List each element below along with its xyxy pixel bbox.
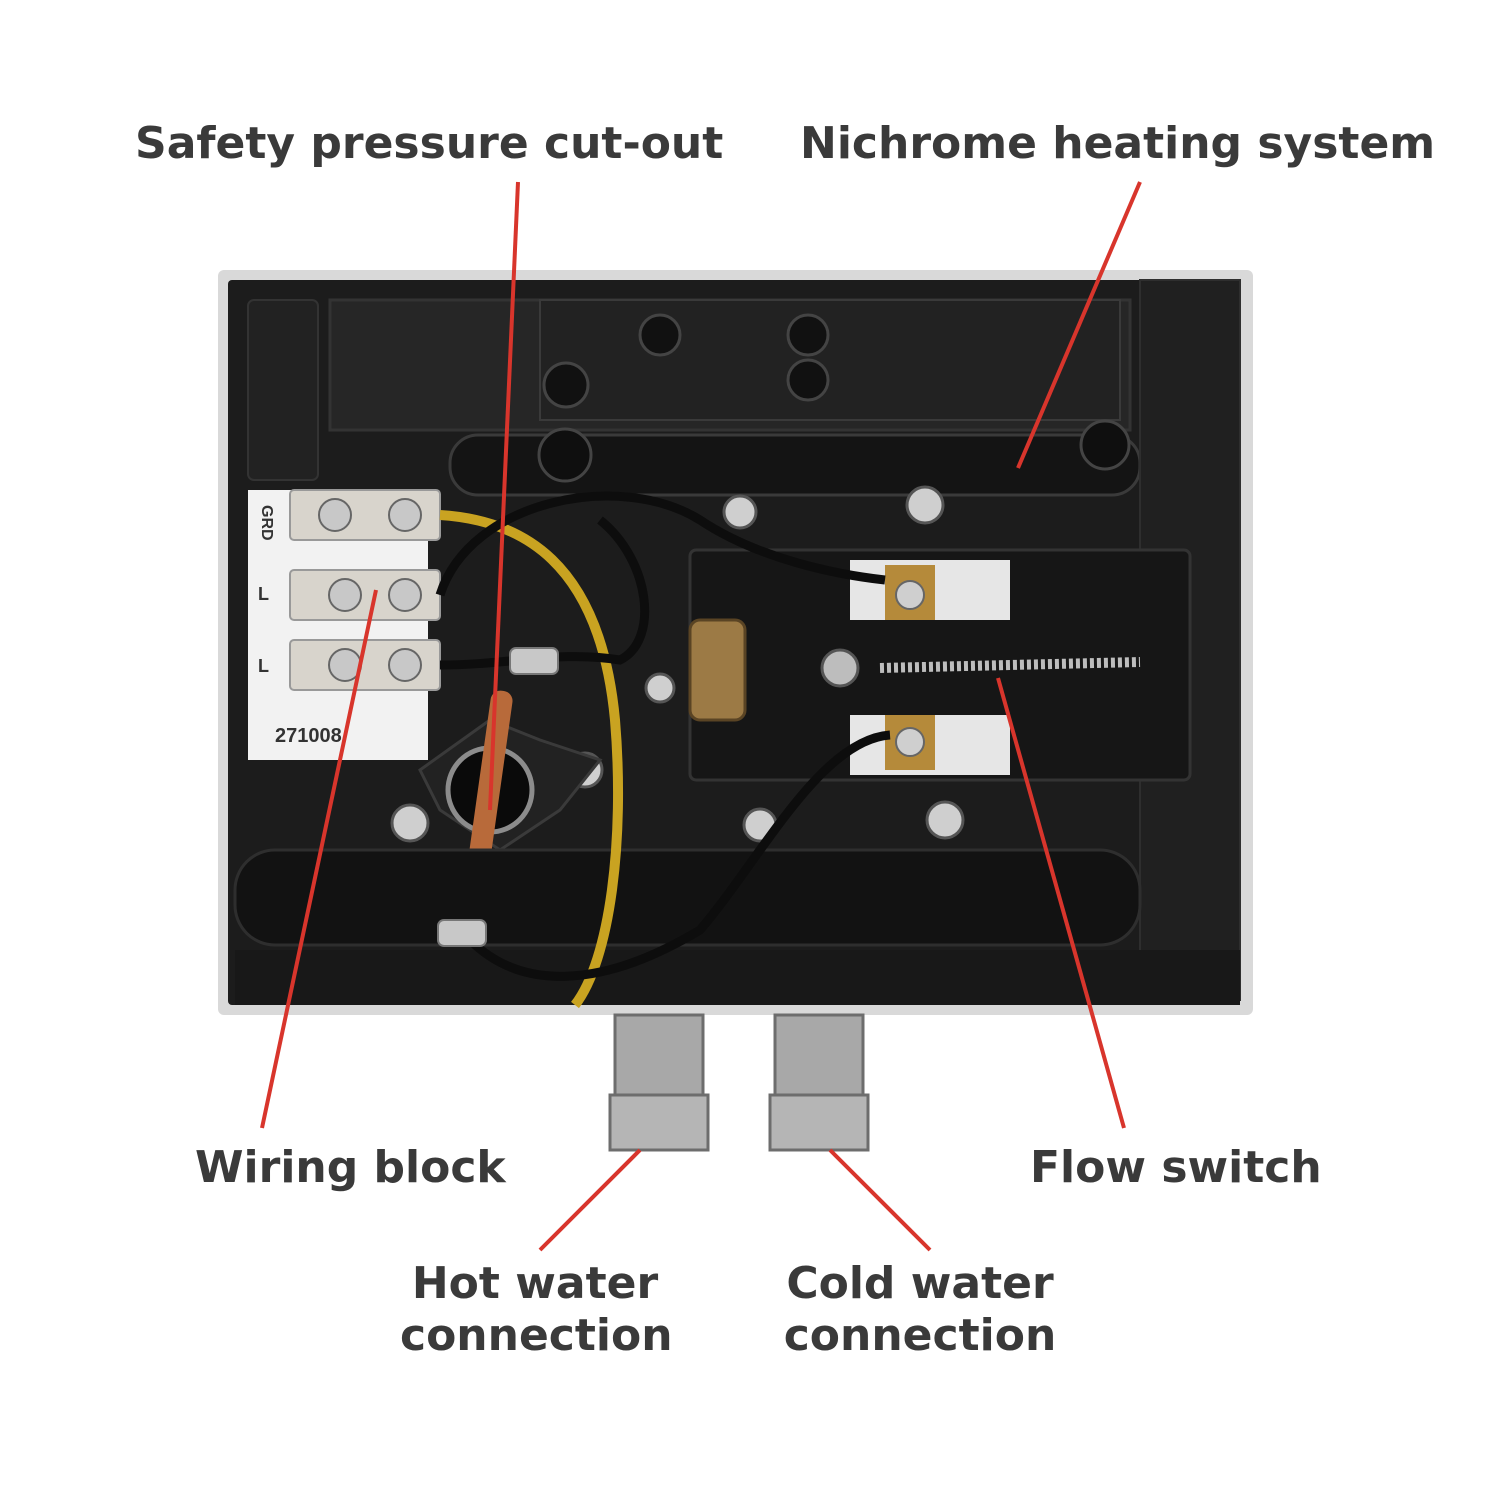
label-nichrome-heating-system: Nichrome heating system xyxy=(800,118,1436,169)
heating-tube-end xyxy=(537,427,593,483)
upper-bolt xyxy=(786,313,830,357)
label-safety-pressure-cutout: Safety pressure cut-out xyxy=(135,118,724,169)
terminal-label-line-1: L xyxy=(258,584,269,604)
label-flow-switch: Flow switch xyxy=(1030,1142,1322,1193)
label-cold-water-line1: Cold water xyxy=(786,1258,1054,1309)
label-wiring-block: Wiring block xyxy=(195,1142,506,1193)
cold-water-thread xyxy=(768,1093,870,1152)
wire-connector xyxy=(437,919,487,947)
leader-flow-switch xyxy=(996,677,1126,1129)
terminal-screw xyxy=(388,498,422,532)
wire-black-upper xyxy=(435,491,886,597)
heating-tube-end xyxy=(1079,419,1131,471)
lower-tube xyxy=(233,848,1142,947)
leader-cold-water-connection xyxy=(828,1148,932,1252)
label-hot-water-line1: Hot water xyxy=(411,1258,659,1309)
terminal-label-ground: GRD xyxy=(258,505,275,541)
left-channel xyxy=(247,299,319,481)
upper-bolt xyxy=(542,361,590,409)
mount-screw xyxy=(905,485,945,525)
leader-hot-water-connection xyxy=(538,1148,642,1252)
terminal-screw xyxy=(328,578,362,612)
leader-nichrome-heating-system xyxy=(1016,181,1142,469)
contact-screw xyxy=(895,580,925,610)
terminal-screw xyxy=(388,578,422,612)
mount-screw xyxy=(644,672,676,704)
wire-ground xyxy=(439,510,624,1009)
hot-water-thread xyxy=(608,1093,710,1152)
part-number: 271008 xyxy=(275,725,342,747)
upper-bolt xyxy=(786,358,830,402)
upper-bolt xyxy=(638,313,682,357)
label-cold-water-connection: Cold water connection xyxy=(780,1258,1060,1362)
wire-black-lower xyxy=(466,730,891,981)
flow-switch-pivot xyxy=(820,648,860,688)
upper-block xyxy=(539,299,1121,421)
terminal-screw xyxy=(388,648,422,682)
mount-screw xyxy=(390,803,430,843)
flow-switch-spring xyxy=(879,657,1141,673)
terminal-label-line-2: L xyxy=(258,656,269,676)
wire-connector xyxy=(509,647,559,675)
label-cold-water-line2: connection xyxy=(783,1310,1057,1361)
mount-screw xyxy=(925,800,965,840)
wire-black-middle xyxy=(439,516,650,670)
lower-base xyxy=(235,950,1240,1005)
label-hot-water-connection: Hot water connection xyxy=(400,1258,673,1362)
flow-switch-coil xyxy=(688,618,747,722)
leader-wiring-block xyxy=(260,589,378,1129)
leader-safety-pressure-cutout xyxy=(488,181,520,811)
terminal-screw xyxy=(318,498,352,532)
label-hot-water-line2: connection xyxy=(400,1310,673,1361)
contact-screw xyxy=(895,727,925,757)
mount-screw xyxy=(722,494,758,530)
